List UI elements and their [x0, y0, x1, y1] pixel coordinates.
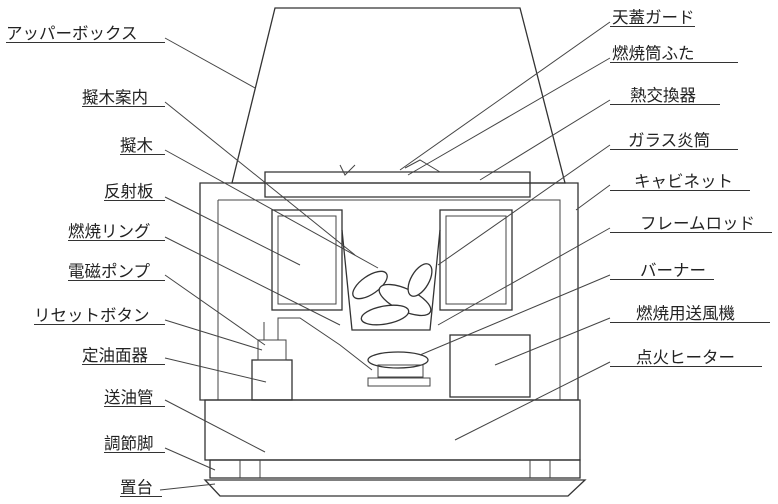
- label-canopy-guard: 天蓋ガード: [612, 8, 695, 27]
- label-flame-rod: フレームロッド: [640, 214, 756, 233]
- label-reflector: 反射板: [104, 182, 154, 201]
- underline: [610, 190, 750, 191]
- label-stand: 置台: [120, 478, 153, 497]
- underline: [610, 322, 770, 323]
- leader-lines-left: [159, 37, 379, 491]
- label-upper-box: アッパーボックス: [6, 24, 138, 43]
- combustion-fan-shape: [449, 334, 531, 398]
- reflector-right-shape: [439, 209, 513, 311]
- oil-pipe-shape: [277, 317, 373, 371]
- label-combustion-fan: 燃焼用送風機: [636, 304, 735, 323]
- underline: [610, 232, 772, 233]
- underline: [34, 324, 165, 325]
- burner-shape: [367, 351, 429, 369]
- label-log-guide: 擬木案内: [82, 88, 148, 107]
- stand-shape: [203, 479, 587, 497]
- label-constant-oil-device: 定油面器: [82, 346, 148, 365]
- underline: [68, 240, 165, 241]
- label-log: 擬木: [120, 136, 153, 155]
- glass-flame-tube-shape: [341, 229, 441, 331]
- underline: [120, 154, 165, 155]
- heat-exchanger-shape: [264, 171, 531, 198]
- label-ignition-heater: 点火ヒーター: [636, 348, 735, 367]
- underline: [82, 106, 165, 107]
- underline: [82, 364, 165, 365]
- label-cabinet: キャビネット: [634, 172, 733, 191]
- label-combustion-tube-lid: 燃焼筒ふた: [612, 44, 695, 63]
- label-burner: バーナー: [640, 261, 706, 280]
- underline: [6, 42, 165, 43]
- underline: [104, 452, 165, 453]
- underline: [610, 279, 714, 280]
- label-solenoid-pump: 電磁ポンプ: [68, 262, 151, 281]
- label-combustion-ring: 燃焼リング: [68, 222, 151, 241]
- underline: [610, 366, 762, 367]
- upper-box-shape: [231, 7, 566, 184]
- underline: [104, 200, 165, 201]
- logs-shape: [352, 263, 433, 326]
- underline: [610, 26, 695, 27]
- label-adjust-foot: 調節脚: [104, 434, 154, 453]
- base-shape: [204, 399, 581, 461]
- underline: [68, 280, 165, 281]
- underline: [104, 406, 165, 407]
- underline: [610, 104, 720, 105]
- label-heat-exchanger: 熱交換器: [630, 86, 696, 105]
- underline: [610, 149, 738, 150]
- label-glass-flame-tube: ガラス炎筒: [628, 131, 711, 150]
- reflector-left-shape: [271, 209, 343, 311]
- leader-lines-right: [399, 21, 611, 441]
- label-reset-button: リセットボタン: [34, 306, 150, 325]
- label-oil-pipe: 送油管: [104, 388, 154, 407]
- underline: [120, 496, 162, 497]
- underline: [610, 62, 738, 63]
